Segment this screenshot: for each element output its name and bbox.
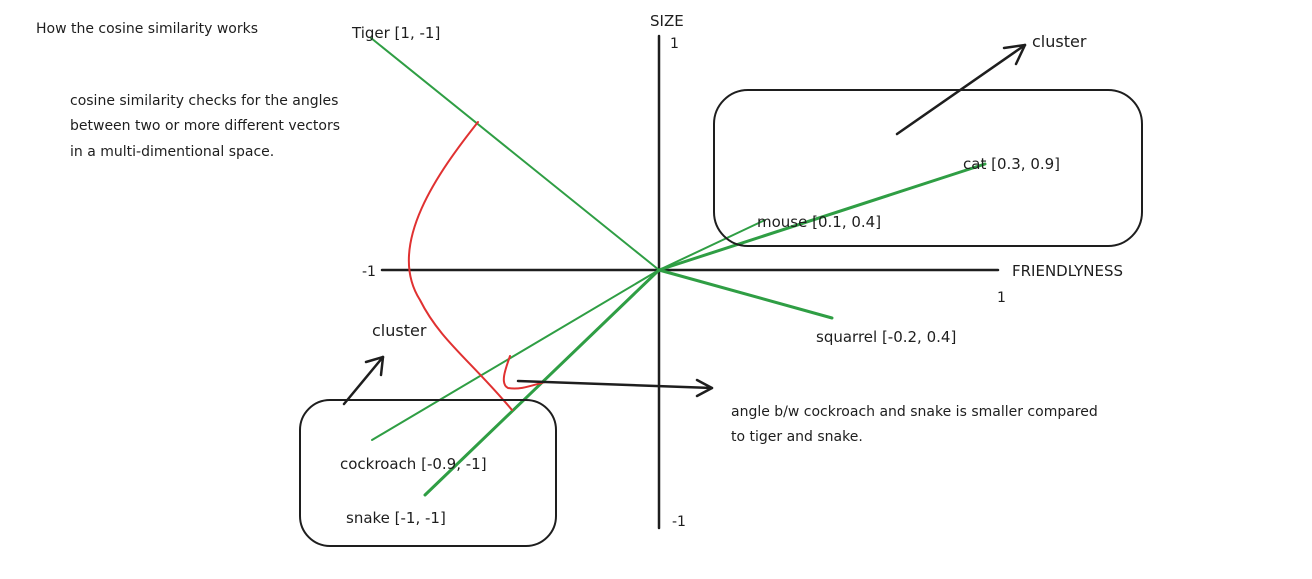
y-pos-tick: 1 — [670, 36, 679, 52]
top-cluster-label: cluster — [1032, 32, 1087, 51]
diagram-title: How the cosine similarity works — [36, 21, 258, 37]
annotation-line-1: angle b/w cockroach and snake is smaller… — [731, 404, 1098, 420]
cat-vector — [657, 162, 987, 272]
snake-label: snake [-1, -1] — [346, 509, 446, 527]
top-cluster-arrow — [895, 43, 1027, 136]
y-neg-tick: -1 — [672, 514, 686, 530]
top-cluster-box — [713, 89, 1143, 247]
bottom-cluster-label: cluster — [372, 321, 427, 340]
cockroach-vector — [371, 269, 660, 441]
tiger-snake-angle-arc — [407, 121, 513, 411]
squarrel-vector — [657, 268, 834, 320]
x-axis — [380, 268, 1000, 272]
cockroach-snake-angle-arc — [502, 355, 546, 390]
annotation-arrow — [516, 378, 714, 398]
cockroach-label: cockroach [-0.9, -1] — [340, 455, 487, 473]
bottom-cluster-box — [299, 399, 557, 547]
tiger-vector — [370, 37, 660, 271]
tiger-label: Tiger [1, -1] — [351, 24, 440, 42]
bottom-cluster-arrow — [342, 355, 385, 406]
explanation-line-2: between two or more different vectors — [70, 118, 340, 134]
y-axis-label: SIZE — [650, 12, 684, 30]
squarrel-label: squarrel [-0.2, 0.4] — [816, 328, 956, 346]
mouse-vector — [658, 219, 766, 271]
x-neg-tick: -1 — [362, 264, 376, 280]
explanation-line-3: in a multi-dimentional space. — [70, 144, 274, 160]
mouse-label: mouse [0.1, 0.4] — [757, 213, 881, 231]
cat-label: cat [0.3, 0.9] — [963, 155, 1060, 173]
explanation-line-1: cosine similarity checks for the angles — [70, 93, 338, 109]
annotation-line-2: to tiger and snake. — [731, 429, 863, 445]
x-axis-label: FRIENDLYNESS — [1012, 262, 1123, 280]
y-axis — [657, 34, 661, 530]
x-pos-tick: 1 — [997, 290, 1006, 306]
